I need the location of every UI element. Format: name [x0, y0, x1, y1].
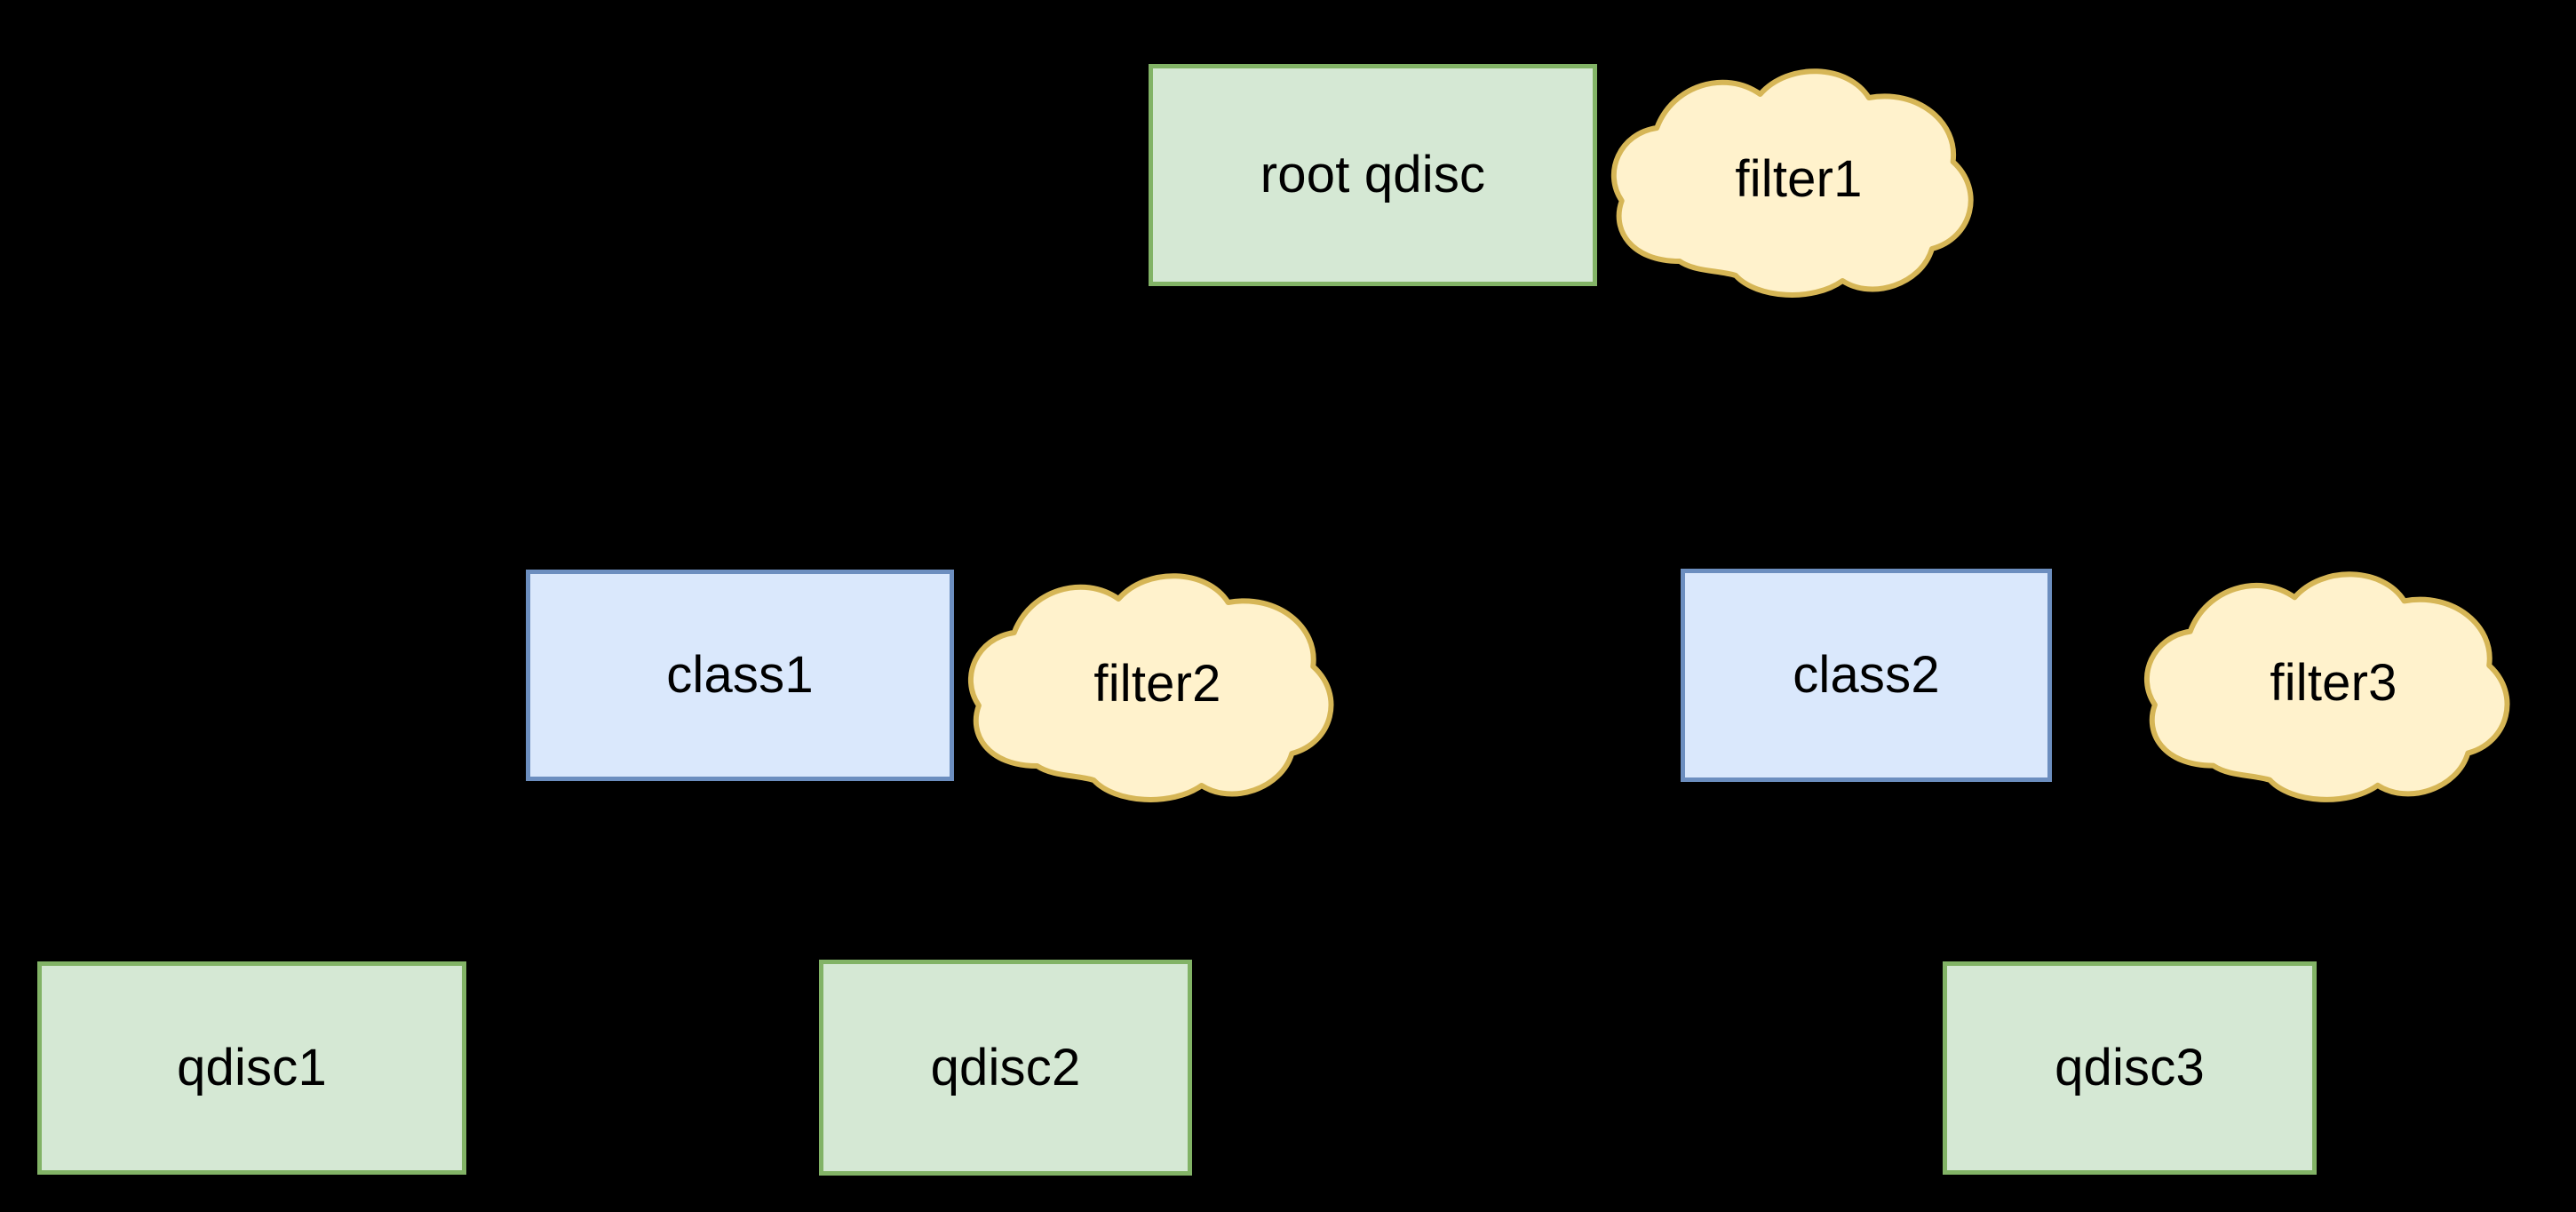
node-class1[interactable]: class1	[526, 570, 954, 781]
node-class2[interactable]: class2	[1681, 569, 2052, 782]
edge-class2-qdisc3	[1864, 782, 2143, 966]
node-filter3[interactable]: filter3	[2139, 558, 2528, 809]
node-qdisc1[interactable]: qdisc1	[37, 961, 466, 1175]
node-filter1[interactable]: filter1	[1606, 55, 1992, 304]
node-label-filter2: filter2	[1093, 655, 1221, 714]
node-filter2[interactable]: filter2	[963, 560, 1352, 809]
node-qdisc2[interactable]: qdisc2	[819, 960, 1192, 1176]
node-label-qdisc3: qdisc3	[2055, 1039, 2205, 1097]
node-label-class2: class2	[1793, 646, 1940, 705]
node-label-qdisc1: qdisc1	[177, 1039, 327, 1097]
node-root-qdisc[interactable]: root qdisc	[1149, 64, 1597, 286]
cloud-shape-filter1	[1610, 68, 1974, 298]
node-qdisc3[interactable]: qdisc3	[1943, 961, 2317, 1175]
node-label-class1: class1	[666, 646, 814, 705]
node-label-filter3: filter3	[2270, 654, 2397, 713]
node-label-filter1: filter1	[1735, 150, 1863, 209]
node-label-qdisc2: qdisc2	[930, 1038, 1081, 1096]
node-label-root-qdisc: root qdisc	[1260, 146, 1486, 204]
edge-class1-qdisc1	[238, 781, 713, 966]
edge-root-class2	[1387, 286, 1880, 573]
edge-root-class1	[727, 286, 1357, 574]
cloud-shape-filter3	[2144, 571, 2510, 802]
cloud-shape-filter2	[968, 573, 1334, 802]
